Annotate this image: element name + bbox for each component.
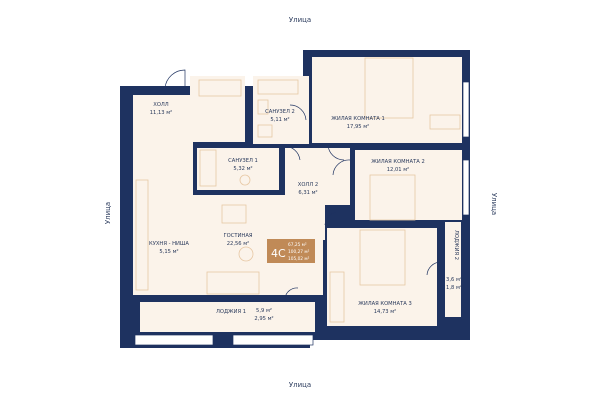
room-bed2-name: ЖИЛАЯ КОМНАТА 2 xyxy=(371,159,425,165)
room-kitchen-area: 5,15 м² xyxy=(159,249,178,255)
room-bath2-name: САНУЗЕЛ 2 xyxy=(265,109,295,115)
room-hall-name: ХОЛЛ xyxy=(153,102,169,108)
room-living-area: 22,56 м² xyxy=(227,241,250,247)
apartment-area-living: 67,25 м² xyxy=(288,242,307,248)
room-bed1-name: ЖИЛАЯ КОМНАТА 1 xyxy=(331,116,385,122)
street-label-bottom: Улица xyxy=(289,381,311,389)
room-kitchen-name: КУХНЯ - НИША xyxy=(149,241,189,247)
room-bed3-area: 14,73 м² xyxy=(374,309,397,315)
room-bed3-name: ЖИЛАЯ КОМНАТА 3 xyxy=(358,301,412,307)
room-bed1-area: 17,95 м² xyxy=(347,124,370,130)
street-label-right: Улица xyxy=(490,193,498,215)
room-hall2-name: ХОЛЛ 2 xyxy=(298,182,318,188)
room-bed2-area: 12,01 м² xyxy=(387,167,410,173)
doors xyxy=(164,69,442,299)
apartment-badge: 4С 67,25 м² 100,27 м² 105,02 м² xyxy=(267,239,315,263)
room-loggia2-area2: 1,8 м² xyxy=(446,285,462,291)
room-bath1-name: САНУЗЕЛ 1 xyxy=(228,158,258,164)
room-bath2-area: 5,11 м² xyxy=(270,117,289,123)
room-loggia1-area2: 2,95 м² xyxy=(254,316,273,322)
apartment-type: 4С xyxy=(271,247,286,260)
street-label-left: Улица xyxy=(104,202,112,224)
room-loggia2-area: 3,6 м² xyxy=(446,277,462,283)
room-hall-area: 11,13 м² xyxy=(150,110,173,116)
room-bath1-area: 5,32 м² xyxy=(233,166,252,172)
room-loggia1-name: ЛОДЖИЯ 1 xyxy=(216,309,246,315)
apartment-area-total: 100,27 м² xyxy=(288,249,310,255)
room-hall2-area: 6,31 м² xyxy=(298,190,317,196)
room-labels: ХОЛЛ 11,13 м² САНУЗЕЛ 2 5,11 м² ЖИЛАЯ КО… xyxy=(149,102,462,322)
room-loggia1-area: 5,9 м² xyxy=(256,308,272,314)
room-loggia2-name: ЛОДЖИЯ 2 xyxy=(453,230,459,260)
furniture xyxy=(135,57,461,323)
apartment-area-loggia: 105,02 м² xyxy=(288,256,310,262)
street-label-top: Улица xyxy=(289,16,311,24)
room-living-name: ГОСТИНАЯ xyxy=(224,233,253,239)
floors xyxy=(133,57,470,346)
